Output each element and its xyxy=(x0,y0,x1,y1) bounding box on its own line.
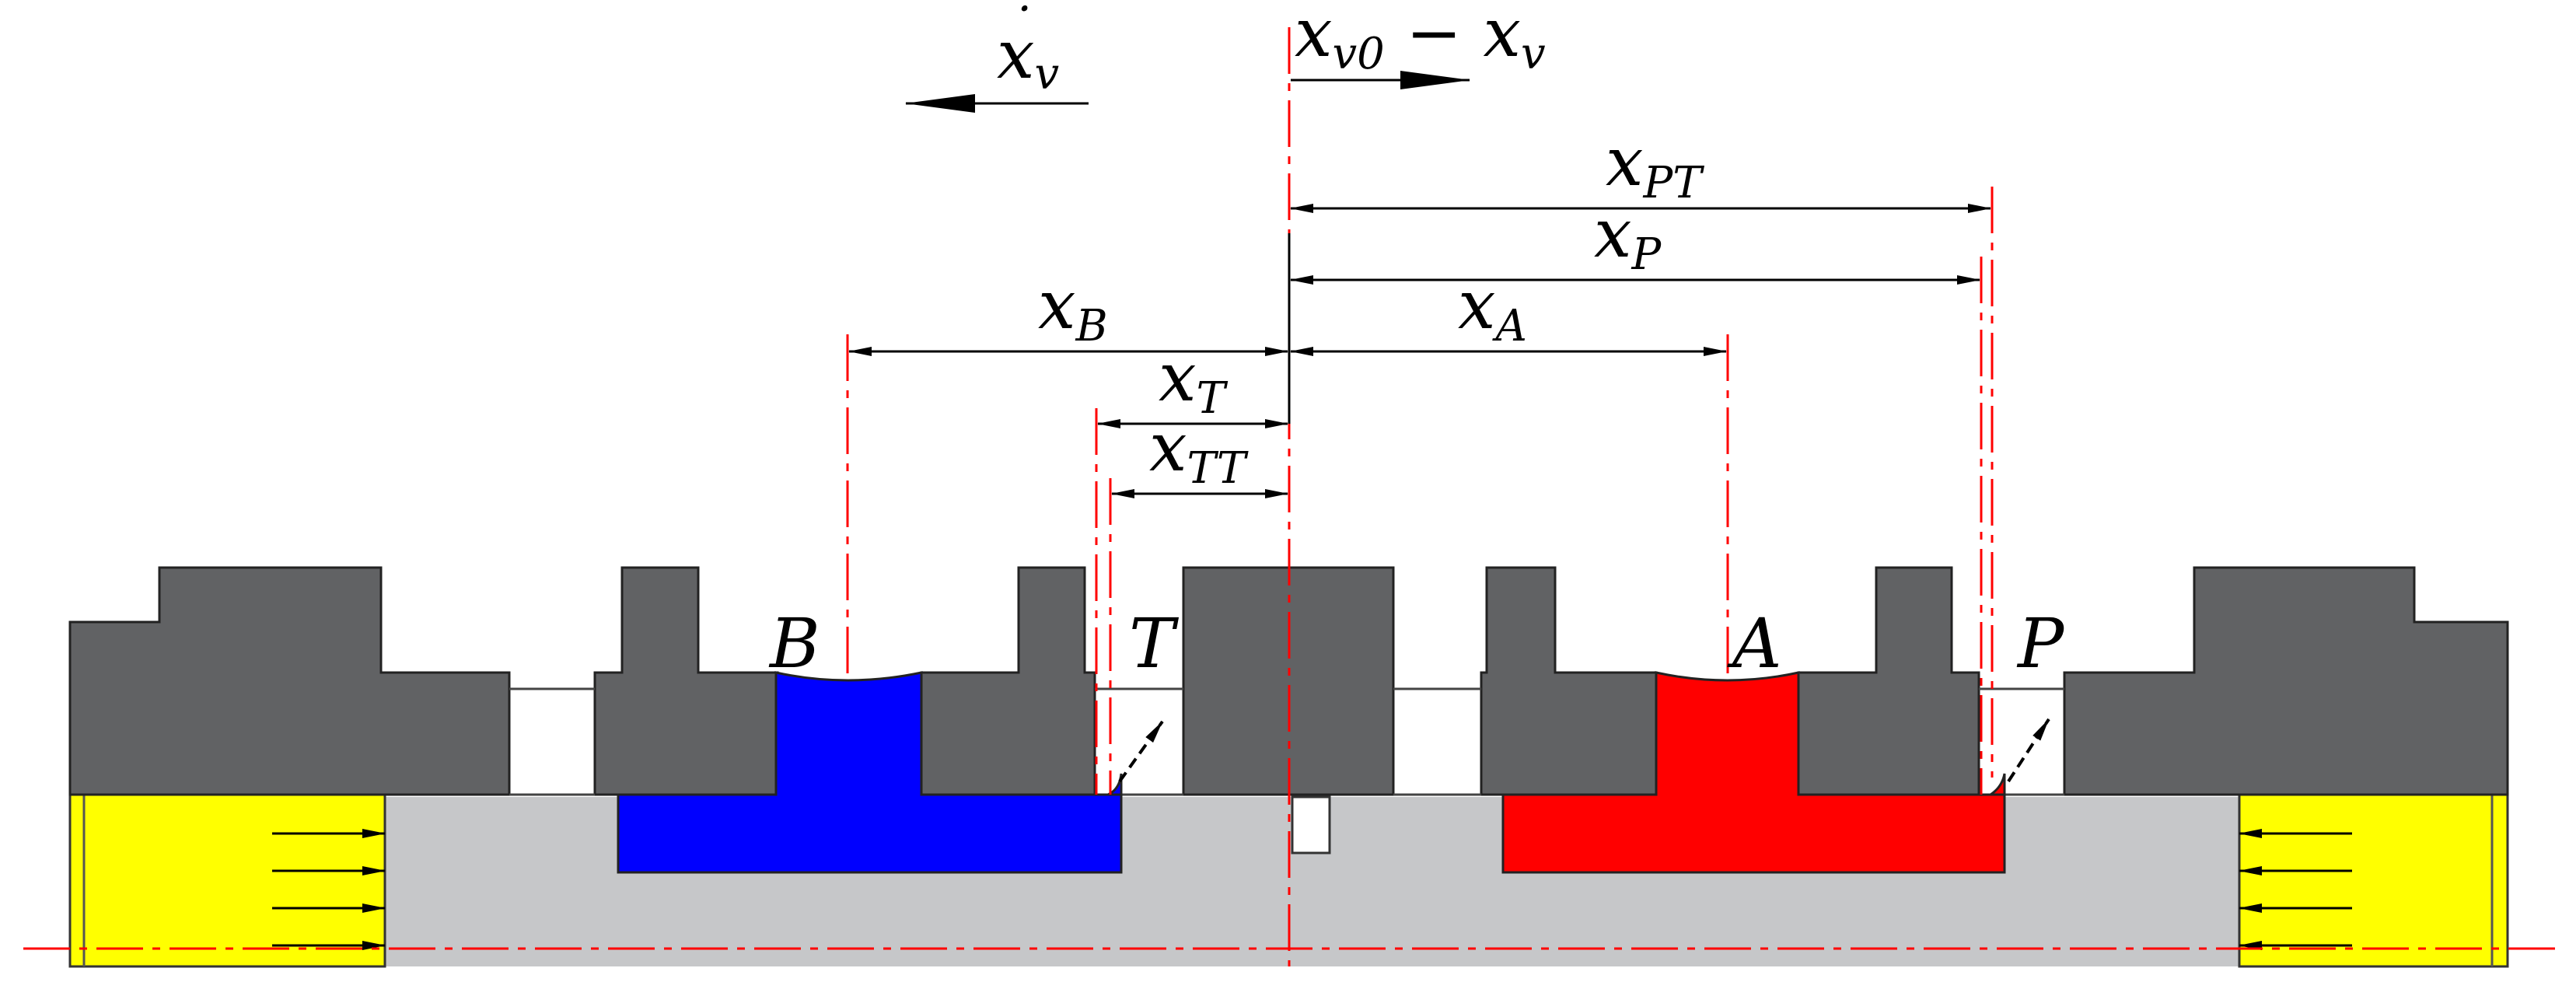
port-label-p: P xyxy=(2016,603,2065,683)
port-label-b: B xyxy=(768,603,820,683)
port-label-a: A xyxy=(1727,603,1782,683)
center-orifice xyxy=(1291,795,1331,854)
t-flow-arrow xyxy=(1118,720,1164,783)
body-block-center xyxy=(1182,566,1395,796)
velocity-dot: ˙ xyxy=(1007,0,1033,58)
left-end-chamber xyxy=(68,792,386,968)
left-pressure-arrows xyxy=(272,829,386,950)
valve-body xyxy=(68,566,2509,796)
chamber-a xyxy=(1501,671,2006,874)
label-x-pt: xPT xyxy=(1606,124,1704,208)
chamber-b xyxy=(617,671,1123,874)
p-flow-arrow xyxy=(2007,718,2050,783)
label-x-a: xA xyxy=(1458,267,1527,351)
dimension-labels: xv ˙ xv0 − xv xPT xP xB xA xT xTT xyxy=(997,0,1704,494)
label-x-b: xB xyxy=(1038,267,1108,351)
label-velocity: xv xyxy=(997,16,1060,100)
label-x-p: xP xyxy=(1594,195,1662,280)
port-labels: B T A P xyxy=(768,603,2065,683)
reference-lines xyxy=(23,27,2558,966)
label-x-t: xT xyxy=(1159,339,1229,424)
body-block-b-right xyxy=(920,566,1096,796)
body-block-a-right xyxy=(1797,566,1980,796)
body-block-right xyxy=(2063,566,2509,796)
body-block-b-land xyxy=(593,566,779,796)
right-end-chamber xyxy=(2238,792,2509,968)
port-label-t: T xyxy=(1129,603,1180,683)
body-block-left xyxy=(68,566,511,796)
dimension-lines xyxy=(848,71,1991,498)
right-pressure-arrows xyxy=(2239,829,2352,950)
label-displacement: xv0 − xv xyxy=(1295,0,1546,79)
body-block-a-left xyxy=(1480,566,1658,796)
p-metering-edge xyxy=(1987,773,2006,796)
label-x-tt: xTT xyxy=(1149,409,1249,494)
